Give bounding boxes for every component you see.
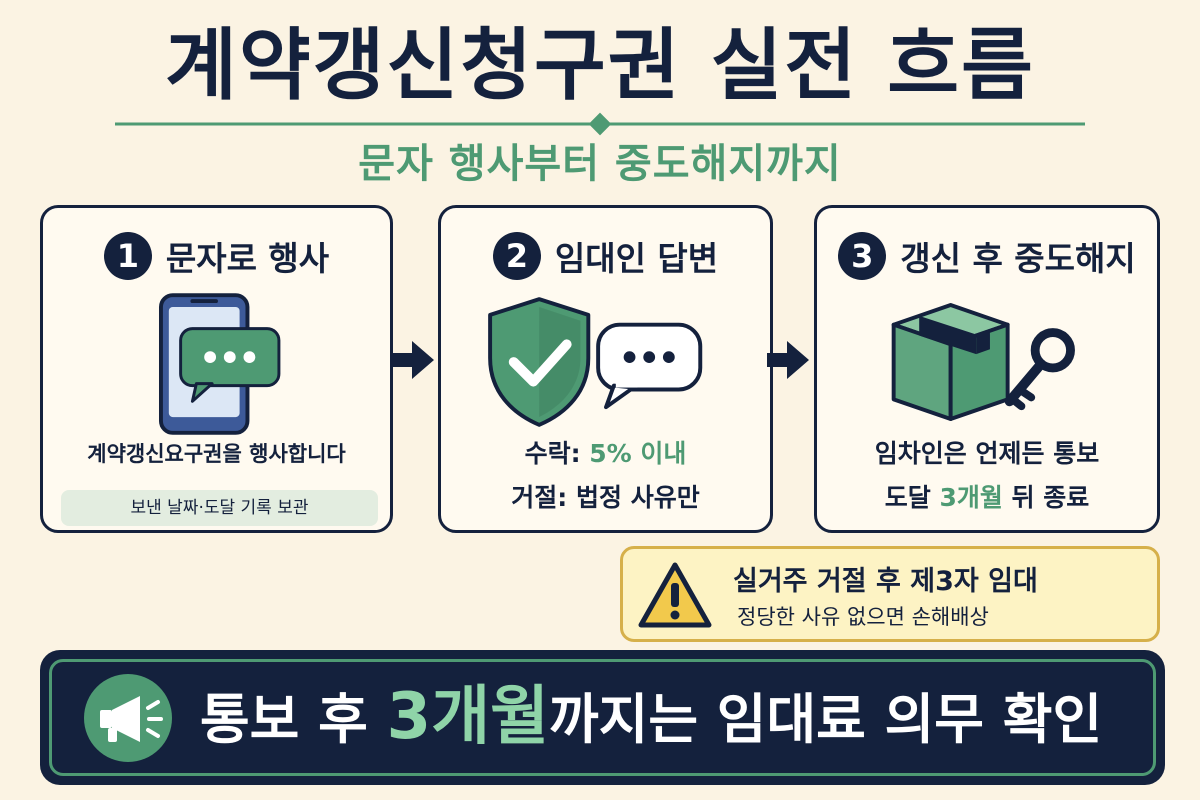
step-1-note: 보낸 날짜·도달 기록 보관	[61, 490, 378, 526]
step-title: 문자로 행사	[165, 239, 330, 278]
warning-title: 실거주 거절 후 제3자 임대	[733, 566, 1038, 597]
accept-label: 수락:	[524, 439, 581, 468]
step-3-line-2-post: 뒤 종료	[1011, 483, 1090, 512]
step-3-line-1: 임차인은 언제든 통보	[874, 439, 1100, 468]
step-3-line-2-em: 3개월	[939, 483, 1003, 512]
step-number-badge: 3	[838, 232, 887, 280]
banner-message: 통보 후 3개월까지는 임대료 의무 확인	[200, 672, 1150, 765]
box-icon	[891, 303, 1075, 421]
step-number-badge: 2	[492, 232, 541, 280]
megaphone-icon	[84, 674, 172, 762]
step-header-1: 1 문자로 행사	[43, 232, 390, 280]
banner-post: 까지는 임대료 의무 확인	[548, 688, 1103, 751]
bottom-banner: 통보 후 3개월까지는 임대료 의무 확인	[40, 650, 1165, 785]
arrow-right-icon	[767, 341, 809, 379]
title-divider	[115, 112, 1085, 136]
warning-box: 실거주 거절 후 제3자 임대 정당한 사유 없으면 손해배상	[620, 546, 1160, 642]
step-3-line-2: 도달 3개월 뒤 종료	[817, 478, 1157, 514]
reject-value: 법정 사유만	[576, 483, 700, 512]
step-card-3: 3 갱신 후 중도해지 임차인은 언제든 통보 도달 3개월 뒤 종료	[814, 205, 1160, 533]
accept-value: 5% 이내	[589, 439, 687, 468]
shield-check-icon	[488, 297, 703, 427]
reject-label: 거절:	[511, 483, 568, 512]
page-title: 계약갱신청구권 실전 흐름	[165, 21, 1035, 111]
step-header-3: 3 갱신 후 중도해지	[817, 232, 1157, 280]
accept-line: 수락: 5% 이내	[441, 434, 770, 470]
banner-pre: 통보 후	[200, 688, 368, 751]
step-3-line-2-pre: 도달	[884, 483, 931, 512]
warning-triangle-icon	[638, 562, 712, 628]
step-1-description: 계약갱신요구권을 행사합니다	[87, 442, 346, 466]
smartphone-icon	[158, 293, 281, 435]
step-header-2: 2 임대인 답변	[441, 232, 770, 280]
step-title: 갱신 후 중도해지	[900, 239, 1136, 278]
chat-bubble-icon	[179, 327, 281, 403]
key-icon	[1004, 328, 1075, 411]
step-title: 임대인 답변	[554, 239, 719, 278]
speech-bubble-icon	[596, 322, 703, 410]
step-card-1: 1 문자로 행사 계약갱신요구권을 행사합니다 보낸 날짜·도달 기록 보관	[40, 205, 393, 533]
banner-frame	[49, 659, 1156, 776]
warning-subtitle: 정당한 사유 없으면 손해배상	[737, 605, 989, 629]
reject-line: 거절: 법정 사유만	[441, 478, 770, 514]
step-number-badge: 1	[103, 232, 152, 280]
arrow-right-icon	[392, 341, 434, 379]
page-subtitle: 문자 행사부터 중도해지까지	[358, 141, 842, 187]
banner-emphasis: 3개월	[386, 680, 549, 754]
step-card-2: 2 임대인 답변 수락: 5% 이내 거절: 법정 사유만	[438, 205, 773, 533]
